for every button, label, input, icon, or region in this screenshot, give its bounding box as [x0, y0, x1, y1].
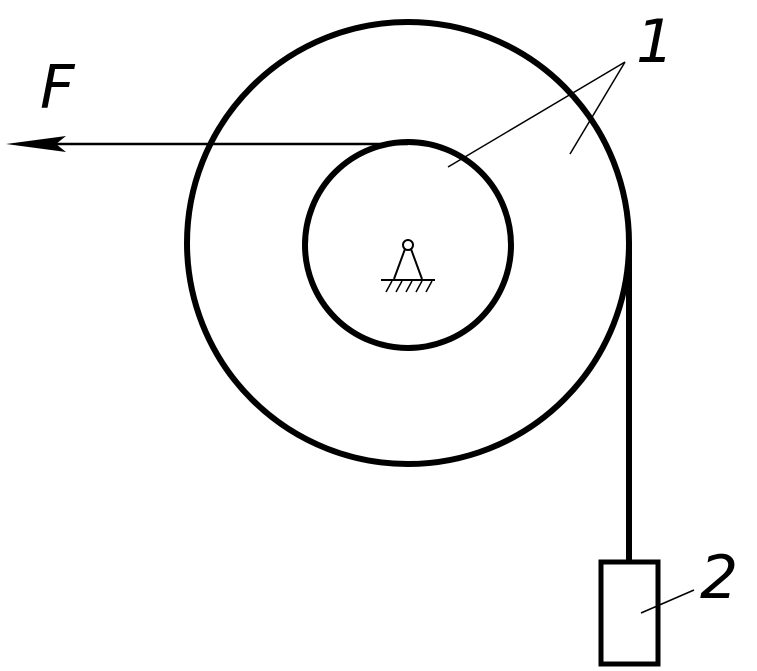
load-block — [598, 559, 661, 667]
part-2-label: 2 — [700, 543, 739, 613]
leader-line-2 — [640, 589, 695, 614]
part-1-label: 1 — [636, 7, 675, 77]
inner-wheel — [302, 139, 514, 351]
pivot-support-icon — [381, 239, 435, 293]
leader-line-1a — [447, 61, 626, 168]
force-arrow-icon — [6, 136, 66, 152]
force-label: F — [40, 53, 75, 123]
leader-line-1b — [569, 61, 626, 155]
